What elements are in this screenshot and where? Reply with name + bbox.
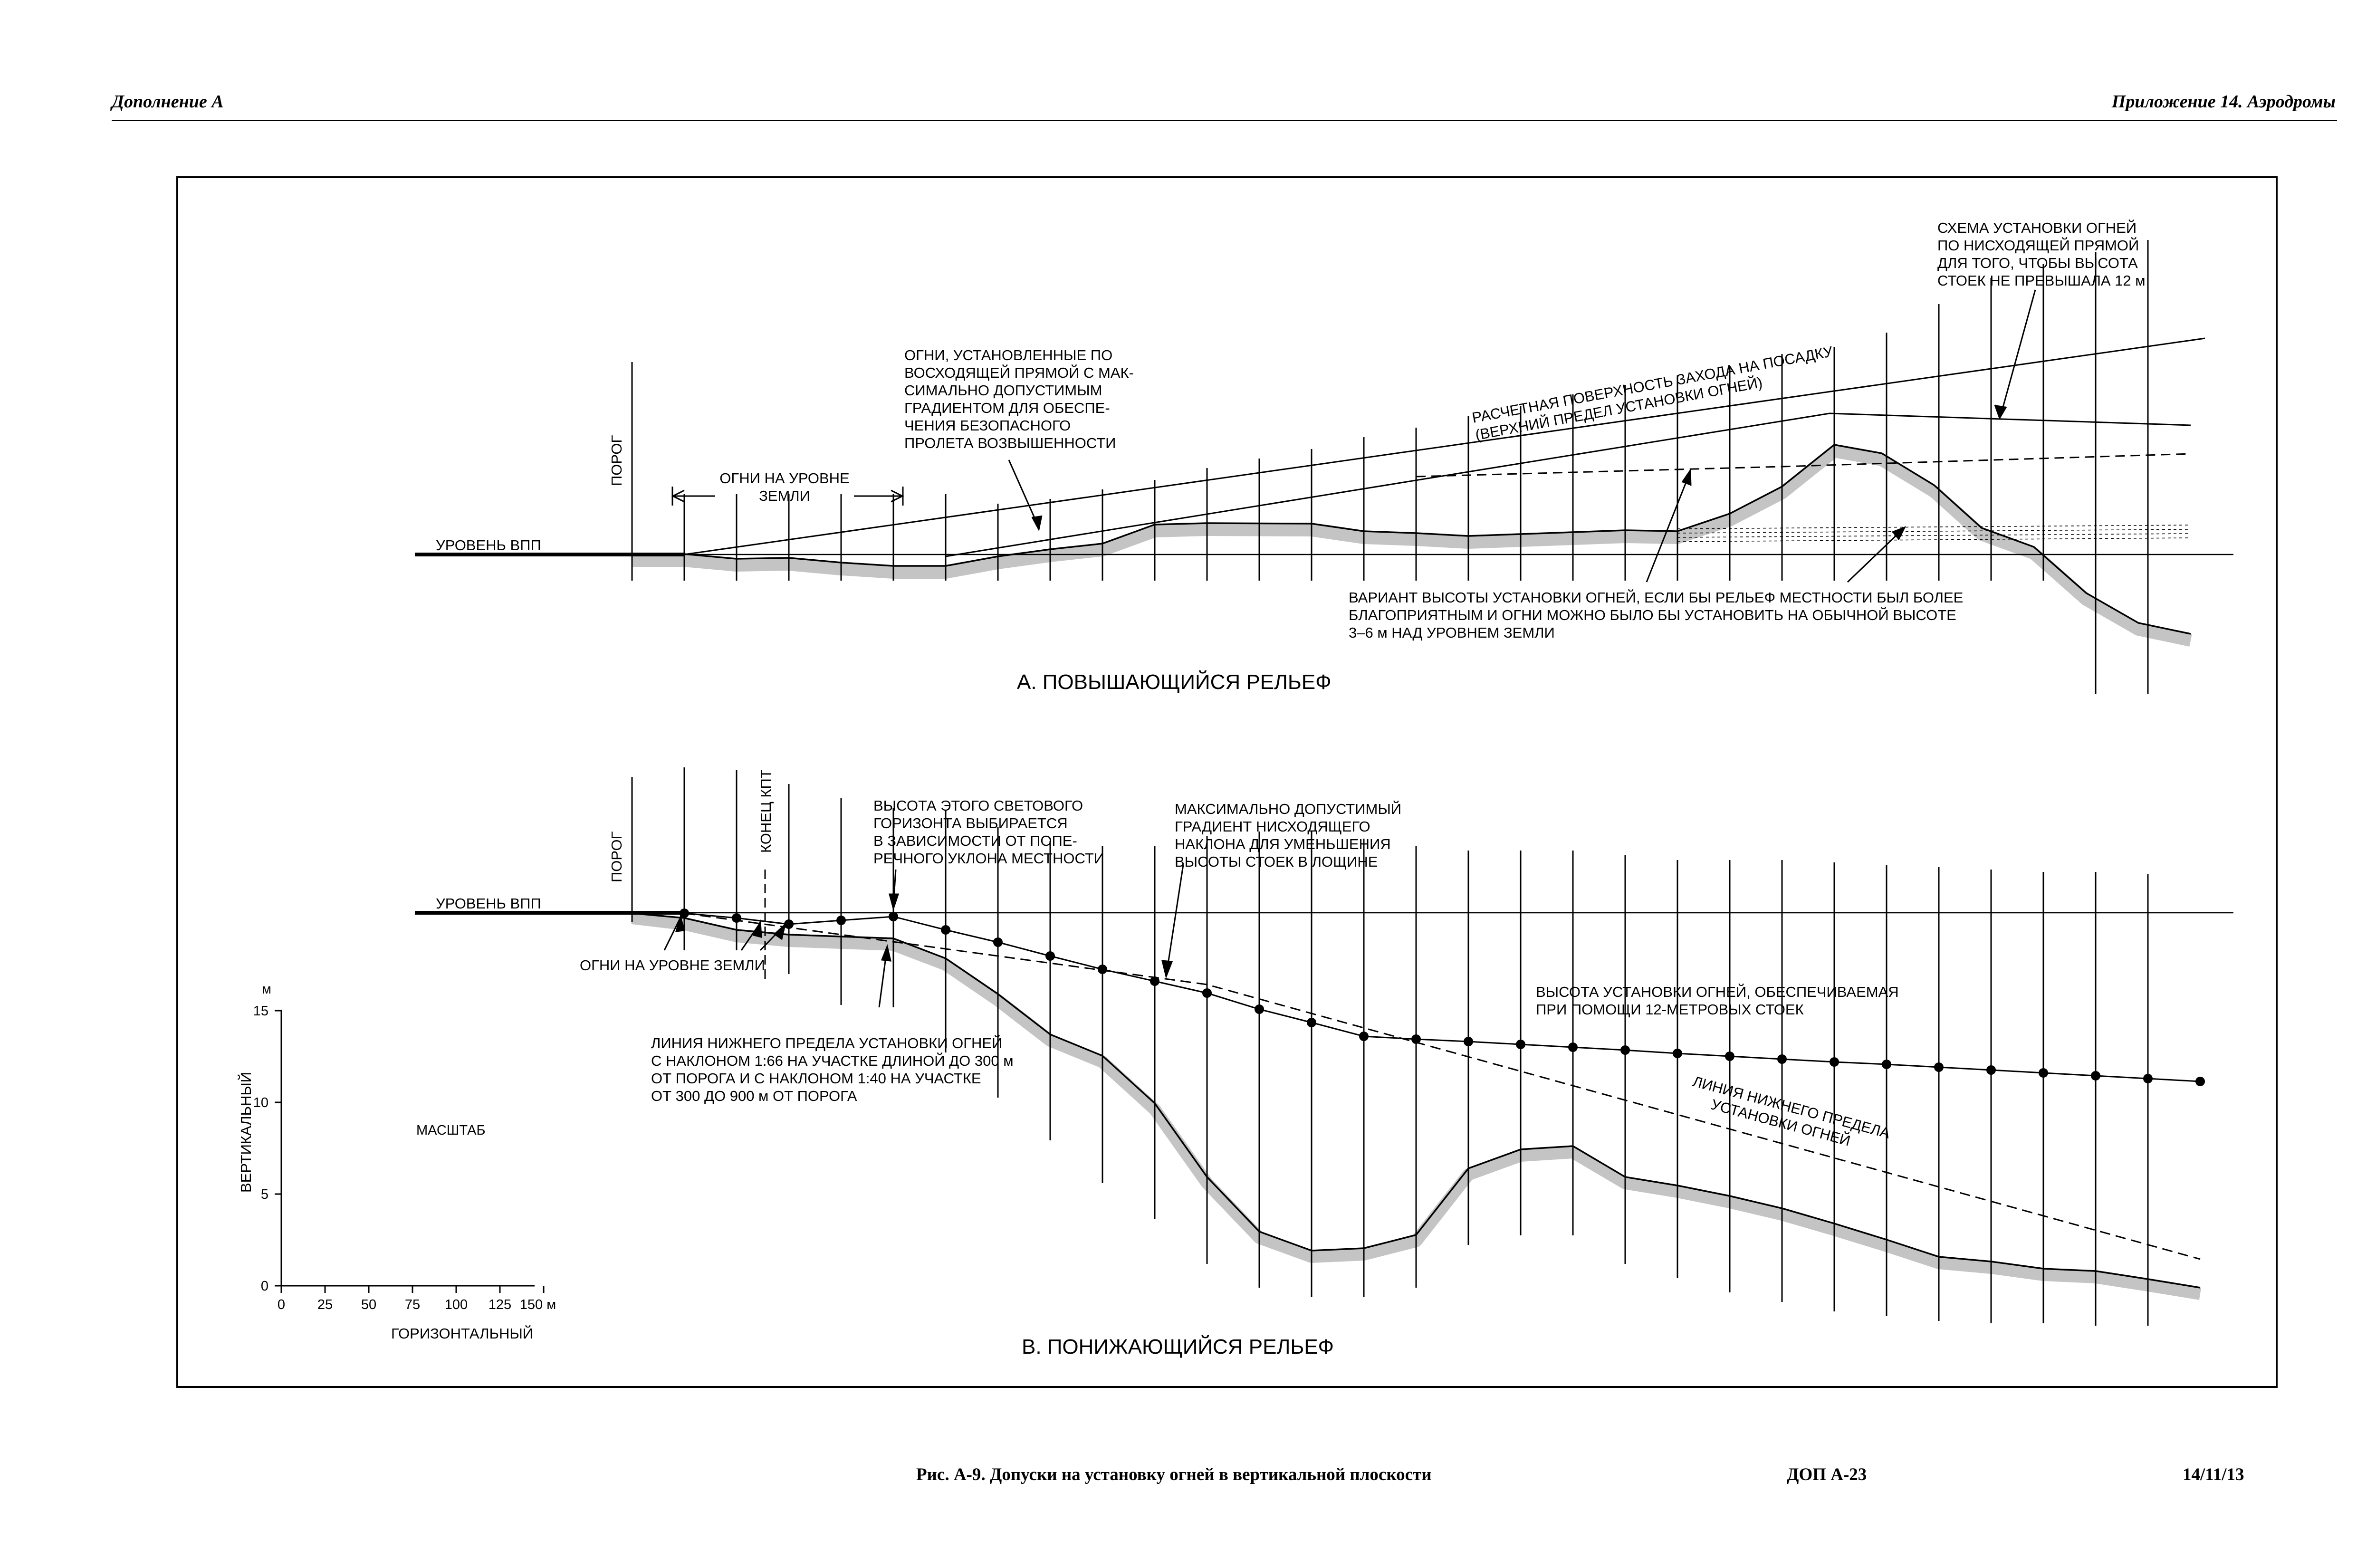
footer-date: 14/11/13 [2183,1465,2244,1484]
rising-note-line: ГРАДИЕНТОМ ДЛЯ ОБЕСПЕ- [904,400,1110,416]
panel-a-leaders [1008,289,2036,583]
light-point [2195,1077,2205,1086]
panel-b: УРОВЕНЬ ВПП ПОРОГ КОНЕЦ КПТ ВЫСОТА ЭТОГО… [415,767,2233,1358]
panel-a-terrain-line [632,444,2191,635]
horizon-note-line: В ЗАВИСИМОСТИ ОТ ПОПЕ- [873,832,1077,849]
header-rule [112,120,2337,121]
max-gradient-note-line: ГРАДИЕНТ НИСХОДЯЩЕГО [1175,818,1370,835]
figure-frame [176,176,2278,1388]
mast-height-note-line: ВЫСОТА УСТАНОВКИ ОГНЕЙ, ОБЕСПЕЧИВАЕМАЯ [1536,983,1899,1000]
variant-note-line: 3–6 м НАД УРОВНЕМ ЗЕМЛИ [1349,624,1555,641]
descending-note-line: ДЛЯ ТОГО, ЧТОБЫ ВЫСОТА [1937,255,2138,271]
panel-a-light-masts [631,240,2149,694]
variant-note-line: БЛАГОПРИЯТНЫМ И ОГНИ МОЖНО БЫЛО БЫ УСТАН… [1349,606,1956,623]
lower-limit-note: ЛИНИЯ НИЖНЕГО ПРЕДЕЛА УСТАНОВКИ ОГНЕЙ С … [651,1034,1014,1104]
panel-b-threshold-label: ПОРОГ [608,831,625,882]
panel-b-ground-lights-label: ОГНИ НА УРОВНЕ ЗЕМЛИ [580,957,765,974]
ground-lights-label-2: ЗЕМЛИ [759,488,810,504]
scale-vertical-tick-label: 15 [253,1004,268,1019]
panel-a-title: A. ПОВЫШАЮЩИЙСЯ РЕЛЬЕФ [1017,669,1332,694]
mast-height-note-line: ПРИ ПОМОЩИ 12-МЕТРОВЫХ СТОЕК [1536,1001,1804,1018]
lower-limit-line [684,912,2201,1260]
scale-horizontal-tick-label: 150 м [520,1297,556,1312]
panel-b-runway-level-label: УРОВЕНЬ ВПП [436,895,541,912]
scale-horizontal-label: ГОРИЗОНТАЛЬНЫЙ [391,1325,533,1342]
max-gradient-note-line: НАКЛОНА ДЛЯ УМЕНЬШЕНИЯ [1175,836,1391,852]
variant-band [1677,525,2191,542]
panel-a-threshold-label: ПОРОГ [608,435,625,486]
horizon-note: ВЫСОТА ЭТОГО СВЕТОВОГО ГОРИЗОНТА ВЫБИРАЕ… [873,797,1104,867]
max-gradient-note-line: МАКСИМАЛЬНО ДОПУСТИМЫЙ [1175,800,1401,817]
rising-note: ОГНИ, УСТАНОВЛЕННЫЕ ПО ВОСХОДЯЩЕЙ ПРЯМОЙ… [904,347,1134,451]
scale-vertical-unit: м [262,982,271,997]
scale-vertical-ticks: 0 5 10 15 [253,1004,281,1294]
lower-limit-note-line: С НАКЛОНОМ 1:66 НА УЧАСТКЕ ДЛИНОЙ ДО 300… [651,1052,1014,1069]
scale-horizontal-ticks: 0 25 50 75 100 125 150 м [278,1286,556,1312]
max-gradient-note-line: ВЫСОТЫ СТОЕК В ЛОЩИНЕ [1175,853,1378,870]
scale-vertical-tick-label: 5 [261,1187,268,1202]
panel-a-runway-level-label: УРОВЕНЬ ВПП [436,537,541,554]
lights-line [684,912,2201,1082]
approach-surface-line [684,337,2205,555]
rising-note-line: ПРОЛЕТА ВОЗВЫШЕННОСТИ [904,435,1116,451]
footer-page: ДОП A-23 [1787,1465,1867,1484]
rising-note-line: ВОСХОДЯЩЕЙ ПРЯМОЙ С МАК- [904,364,1134,381]
max-gradient-note: МАКСИМАЛЬНО ДОПУСТИМЫЙ ГРАДИЕНТ НИСХОДЯЩ… [1175,800,1401,870]
panel-a-terrain-band [632,445,2192,647]
scale-vertical-tick-label: 0 [261,1279,268,1294]
horizon-note-line: РЕЧНОГО УКЛОНА МЕСТНОСТИ [873,850,1104,867]
ground-lights-label-1: ОГНИ НА УРОВНЕ [719,470,849,487]
variant-note-line: ВАРИАНТ ВЫСОТЫ УСТАНОВКИ ОГНЕЙ, ЕСЛИ БЫ … [1349,589,1963,606]
scale-horizontal-tick-label: 125 [489,1297,511,1312]
rising-note-line: СИМАЛЬНО ДОПУСТИМЫМ [904,382,1102,399]
header-left: Дополнение A [112,92,224,112]
descending-note-line: СТОЕК НЕ ПРЕВЫШАЛА 12 м [1937,272,2146,289]
lower-limit-note-line: ОТ ПОРОГА И С НАКЛОНОМ 1:40 НА УЧАСТКЕ [651,1070,981,1087]
lower-limit-note-line: ЛИНИЯ НИЖНЕГО ПРЕДЕЛА УСТАНОВКИ ОГНЕЙ [651,1034,1002,1052]
lower-limit-note-line: ОТ 300 ДО 900 м ОТ ПОРОГА [651,1088,857,1104]
scale-vertical-tick-label: 10 [253,1095,268,1110]
mast-height-note: ВЫСОТА УСТАНОВКИ ОГНЕЙ, ОБЕСПЕЧИВАЕМАЯ П… [1536,983,1899,1018]
scale-horizontal-tick-label: 25 [317,1297,333,1312]
scale-horizontal-tick-label: 50 [361,1297,376,1312]
horizon-note-line: ВЫСОТА ЭТОГО СВЕТОВОГО [873,797,1083,814]
header-right: Приложение 14. Аэродромы [2111,92,2336,112]
footer-caption: Рис. A-9. Допуски на установку огней в в… [916,1465,1432,1484]
horizon-note-line: ГОРИЗОНТА ВЫБИРАЕТСЯ [873,815,1068,832]
scale-block: 0 5 10 15 0 25 50 75 100 125 150 м м ВЕРТИКАЛЬНЫЙ… [237,982,556,1342]
panel-b-leaders [663,864,1184,1008]
panel-b-title: B. ПОНИЖАЮЩИЙСЯ РЕЛЬЕФ [1022,1334,1334,1358]
approach-surface-label-1: РАСЧЕТНАЯ ПОВЕРХНОСТЬ ЗАХОДА НА ПОСАДКУ [1471,343,1834,426]
descending-note-line: СХЕМА УСТАНОВКИ ОГНЕЙ [1937,219,2136,236]
variant-note: ВАРИАНТ ВЫСОТЫ УСТАНОВКИ ОГНЕЙ, ЕСЛИ БЫ … [1349,589,1963,641]
scale-title: МАСШТАБ [416,1123,486,1138]
ground-lights-dimension [671,487,904,506]
descending-note-line: ПО НИСХОДЯЩЕЙ ПРЯМОЙ [1937,237,2139,254]
descending-note: СХЕМА УСТАНОВКИ ОГНЕЙ ПО НИСХОДЯЩЕЙ ПРЯМ… [1937,219,2146,289]
kpt-end-label: КОНЕЦ КПТ [757,769,774,853]
panel-b-light-masts [683,767,2149,1326]
rising-note-line: ОГНИ, УСТАНОВЛЕННЫЕ ПО [904,347,1112,363]
scale-horizontal-tick-label: 0 [278,1297,285,1312]
rising-lights-line [945,412,2191,557]
panel-a: УРОВЕНЬ ВПП ПОРОГ ОГНИ НА УРОВНЕ ЗЕМЛИ О… [415,219,2233,694]
scale-horizontal-tick-label: 100 [445,1297,468,1312]
rising-note-line: ЧЕНИЯ БЕЗОПАСНОГО [904,417,1071,434]
scale-horizontal-tick-label: 75 [405,1297,420,1312]
scale-vertical-label: ВЕРТИКАЛЬНЫЙ [237,1072,254,1193]
